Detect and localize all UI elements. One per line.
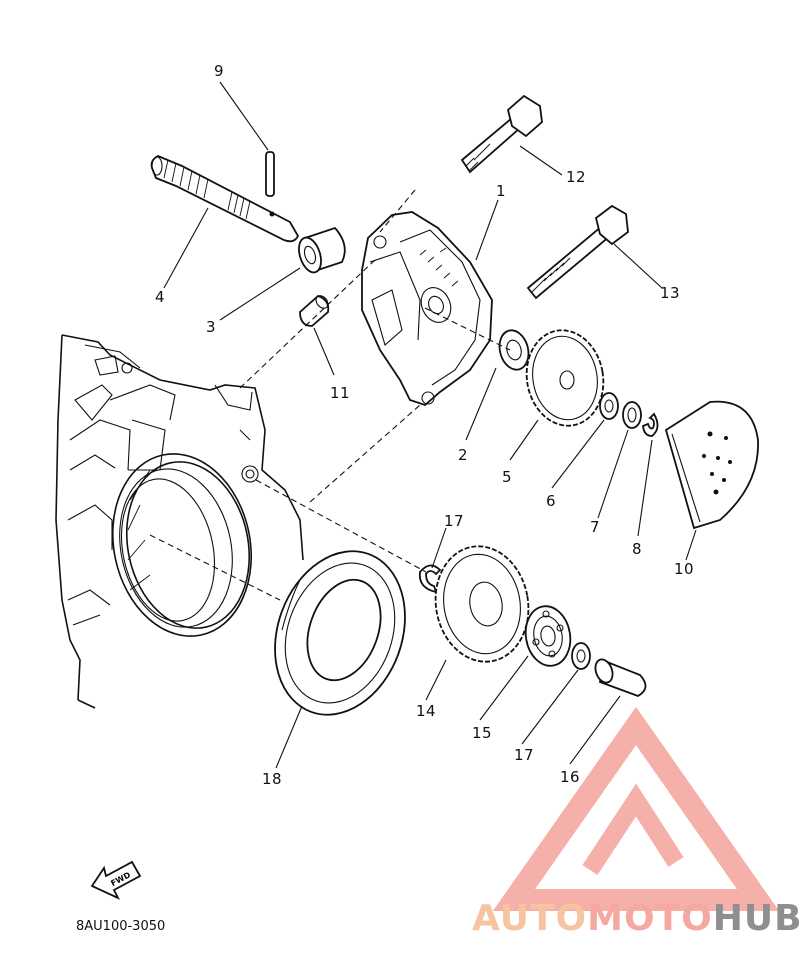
part-13-bolt bbox=[526, 204, 629, 300]
callout-4: 4 bbox=[155, 288, 165, 306]
callout-16: 16 bbox=[560, 768, 580, 786]
callout-12: 12 bbox=[566, 168, 586, 186]
part-12-bolt bbox=[460, 94, 543, 174]
callout-2: 2 bbox=[458, 446, 468, 464]
automotohub-logo-icon bbox=[492, 706, 780, 911]
part-3-collar bbox=[298, 226, 346, 274]
part-14-gear bbox=[434, 545, 530, 663]
callout-10: 10 bbox=[674, 560, 694, 578]
callout-13: 13 bbox=[660, 284, 680, 302]
watermark-brand: AUTOMOTOHUB bbox=[472, 898, 800, 939]
part-11-dowel bbox=[299, 294, 330, 327]
leader-lines bbox=[149, 81, 697, 769]
part-9-pin bbox=[265, 151, 275, 197]
callout-17-lower: 17 bbox=[514, 746, 534, 764]
part-17-circlip-upper bbox=[418, 564, 442, 594]
part-7-washer bbox=[622, 401, 642, 429]
callout-1: 1 bbox=[496, 182, 506, 200]
part-10-plate bbox=[664, 400, 759, 530]
crankcase-outline bbox=[55, 334, 304, 709]
callout-15: 15 bbox=[472, 724, 492, 742]
watermark-moto: MOTO bbox=[587, 898, 713, 939]
callout-14: 14 bbox=[416, 702, 436, 720]
reference-code: 8AU100-3050 bbox=[76, 919, 165, 934]
callout-labels: 9 4 3 11 1 12 13 2 5 6 7 8 10 17 14 15 1… bbox=[155, 62, 694, 788]
watermark-auto: AUTO bbox=[472, 898, 587, 939]
watermark-hub: HUB bbox=[713, 898, 800, 939]
part-16-collar bbox=[594, 658, 647, 697]
part-15-bearing bbox=[524, 605, 572, 667]
callout-18: 18 bbox=[262, 770, 282, 788]
callout-5: 5 bbox=[502, 468, 512, 486]
part-17-washer-lower bbox=[571, 642, 591, 670]
part-8-circlip bbox=[642, 412, 659, 437]
fwd-arrow-icon: FWD bbox=[90, 860, 142, 900]
part-18-seal-ring bbox=[274, 550, 406, 716]
part-2-bushing bbox=[498, 329, 530, 371]
callout-6: 6 bbox=[546, 492, 556, 510]
callout-7: 7 bbox=[590, 518, 600, 536]
part-4-kick-shaft bbox=[150, 155, 300, 243]
callout-9: 9 bbox=[214, 62, 224, 80]
callout-8: 8 bbox=[632, 540, 642, 558]
part-6-washer bbox=[599, 392, 619, 420]
part-5-gear bbox=[525, 329, 605, 427]
callout-17-upper: 17 bbox=[444, 512, 464, 530]
callout-3: 3 bbox=[206, 318, 216, 336]
callout-11: 11 bbox=[330, 384, 350, 402]
